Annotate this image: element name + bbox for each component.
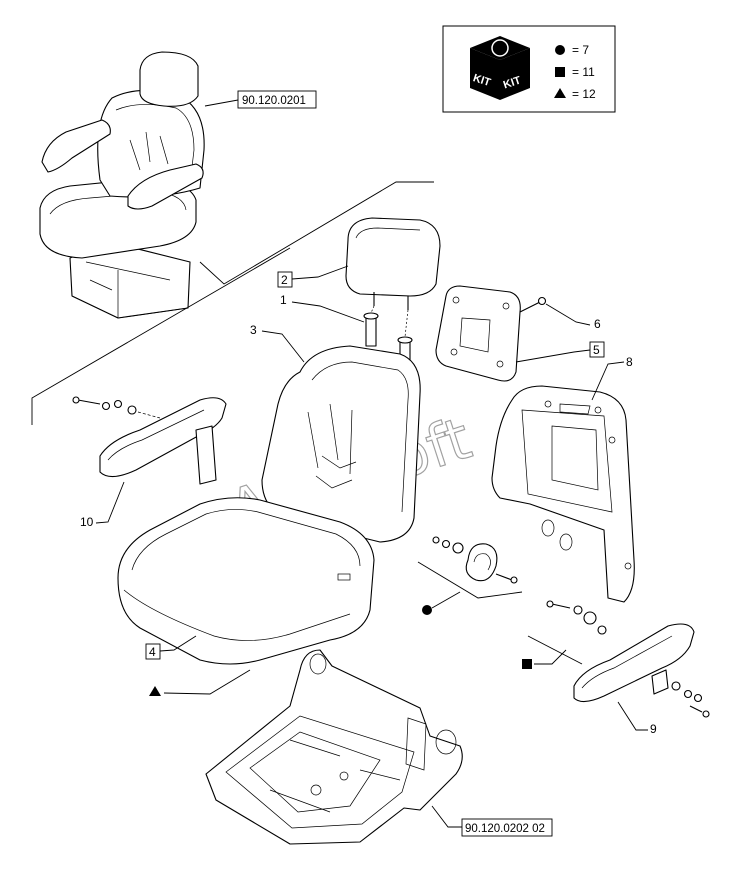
backrest-cover-part [261, 345, 421, 543]
circle-symbol [555, 45, 565, 55]
backrest-frame-part [491, 385, 635, 603]
armrest-fasteners-left [72, 396, 161, 419]
seat-frame-part [205, 649, 463, 845]
kit-box-icon: KIT KIT [470, 36, 530, 100]
headrest-part [345, 217, 441, 310]
legend-row-triangle: = 12 [572, 87, 596, 101]
kit-legend: KIT KIT = 7 = 11 = 12 [442, 25, 616, 113]
recline-spring-part [432, 536, 518, 584]
square-kit-marker [522, 659, 532, 669]
legend-row-square: = 11 [572, 65, 595, 79]
callout-10: 10 [80, 515, 94, 529]
ref-box-seat-frame[interactable] [461, 818, 553, 837]
triangle-kit-marker [149, 686, 161, 696]
callout-box-4 [145, 643, 161, 660]
square-symbol [555, 67, 565, 77]
armrest-bolt-set [546, 600, 607, 635]
callout-2: 2 [281, 273, 288, 287]
callout-5: 5 [593, 343, 600, 357]
callout-box-2 [277, 271, 293, 288]
kit-label-right: KIT [502, 74, 523, 91]
back-panel-part [435, 285, 521, 382]
right-armrest-part [573, 623, 710, 718]
seat-cushion-part [117, 497, 375, 665]
callout-3: 3 [250, 323, 257, 337]
callout-box-5 [589, 341, 605, 358]
circle-kit-marker [422, 605, 432, 615]
callout-8: 8 [626, 355, 633, 369]
legend-row-circle: = 7 [572, 43, 589, 57]
ref-box-seat-assembly[interactable] [237, 90, 317, 109]
callout-6: 6 [594, 317, 601, 331]
armrest-fasteners-right [671, 681, 710, 718]
callout-4: 4 [149, 645, 156, 659]
ref-seat-assembly[interactable]: 90.120.0201 [242, 95, 306, 107]
screw-part [519, 296, 547, 313]
complete-seat-illustration [39, 51, 205, 319]
callout-9: 9 [650, 722, 657, 736]
ref-seat-frame[interactable]: 90.120.0202 02 [465, 823, 545, 835]
left-armrest-part [72, 396, 227, 485]
kit-label-left: KIT [471, 72, 492, 89]
triangle-symbol [554, 88, 566, 98]
callout-1: 1 [280, 293, 287, 307]
